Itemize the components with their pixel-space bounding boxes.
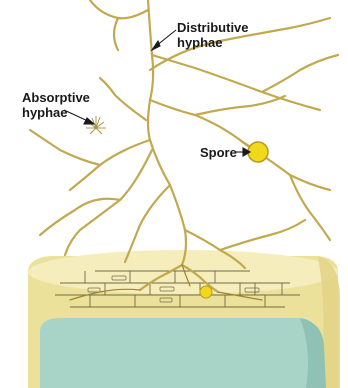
- label-spore: Spore: [200, 145, 237, 160]
- label-absorptive-line1: Absorptive: [22, 90, 90, 105]
- hypha-top-left: [90, 0, 148, 18]
- hypha-distributive-1: [152, 55, 320, 110]
- hypha-left-side: [30, 130, 100, 165]
- label-absorptive-line2: hyphae: [22, 105, 90, 120]
- hypha-top-left-2: [114, 18, 118, 50]
- hypha-upper-left: [100, 78, 146, 120]
- hypha-left-main: [70, 140, 150, 190]
- label-absorptive-hyphae: Absorptive hyphae: [22, 90, 90, 120]
- hypha-left-lower: [65, 150, 152, 255]
- hypha-mid-right: [195, 96, 285, 115]
- substrate-top-surface: [28, 250, 338, 294]
- label-distributive-line1: Distributive: [177, 20, 249, 35]
- label-distributive-line2: hyphae: [177, 35, 249, 50]
- hypha-distributive-3: [262, 55, 338, 92]
- spore-small: [200, 286, 212, 298]
- hypha-lower-right: [220, 220, 305, 250]
- label-distributive-hyphae: Distributive hyphae: [177, 20, 249, 50]
- inner-tissue: [40, 318, 322, 388]
